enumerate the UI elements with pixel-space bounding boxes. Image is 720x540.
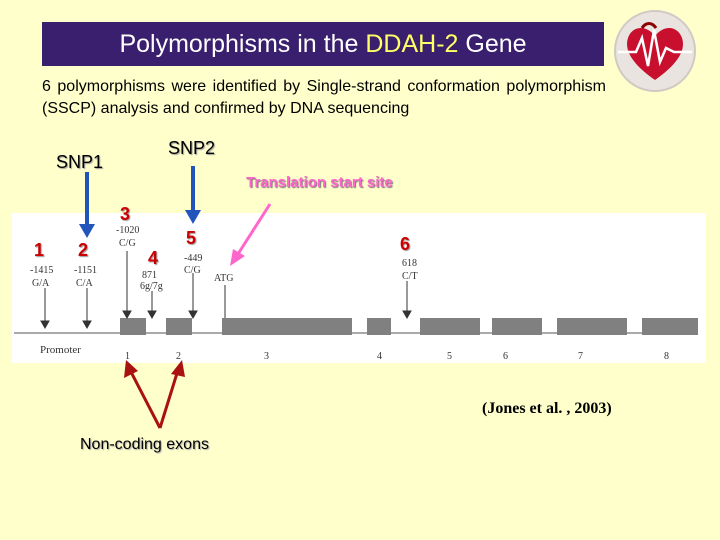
exon-number-5: 5 xyxy=(447,351,452,362)
exon-number-4: 4 xyxy=(377,351,382,362)
variant-3-pos: -1020 xyxy=(116,225,139,236)
exon-3 xyxy=(222,318,352,335)
marker-5: 5 xyxy=(186,228,197,248)
promoter-label: Promoter xyxy=(40,344,81,356)
exon-number-3: 3 xyxy=(264,351,269,362)
marker-3: 3 xyxy=(120,204,131,224)
exon-5 xyxy=(420,318,480,335)
variant-1-allele: G/A xyxy=(32,278,50,289)
intro-text: 6 polymorphisms were identified by Singl… xyxy=(42,78,606,117)
exon-number-1: 1 xyxy=(125,351,130,362)
noncoding-exons-label: Non-coding exons xyxy=(80,436,209,453)
exon-number-2: 2 xyxy=(176,351,181,362)
marker-4: 4 xyxy=(148,248,159,268)
gene-map: -1415 G/A -1151 C/A -1020 C/G 871 6g/7g … xyxy=(12,213,706,363)
variant-5-pos: -449 xyxy=(184,253,202,264)
exon-2 xyxy=(166,318,192,335)
atg-label: ATG xyxy=(214,273,233,284)
heart-ecg-logo xyxy=(614,10,696,92)
exon-4 xyxy=(367,318,391,335)
variant-2-pos: -1151 xyxy=(74,265,97,276)
variant-5-allele: C/G xyxy=(184,265,201,276)
snp1-label: SNP1 xyxy=(56,152,104,172)
exon-8 xyxy=(642,318,698,335)
variant-6-allele: C/T xyxy=(402,271,418,282)
exon-1 xyxy=(120,318,146,335)
gene-diagram: -1415 G/A -1151 C/A -1020 C/G 871 6g/7g … xyxy=(14,225,698,362)
marker-2: 2 xyxy=(78,240,89,260)
variant-1-pos: -1415 xyxy=(30,265,53,276)
exon-number-7: 7 xyxy=(578,351,583,362)
exon-number-6: 6 xyxy=(503,351,508,362)
marker-6: 6 xyxy=(400,234,411,254)
variant-4-allele: 6g/7g xyxy=(140,281,163,292)
title-prefix: Polymorphisms in the xyxy=(119,29,366,58)
translation-start-label: Translation start site xyxy=(246,174,393,191)
exon-7 xyxy=(557,318,627,335)
title-suffix: Gene xyxy=(458,29,527,58)
citation: (Jones et al. , 2003) xyxy=(482,400,612,417)
slide-title: Polymorphisms in the DDAH-2 Gene xyxy=(42,22,604,66)
noncoding-arrow-1 xyxy=(124,360,162,429)
snp2-label: SNP2 xyxy=(168,138,216,158)
noncoding-arrow-2 xyxy=(158,360,185,429)
variant-4-pos: 871 xyxy=(142,270,157,281)
exon-6 xyxy=(492,318,542,335)
variant-6-pos: 618 xyxy=(402,258,417,269)
marker-1: 1 xyxy=(34,240,45,260)
variant-2-allele: C/A xyxy=(76,278,93,289)
exon-number-8: 8 xyxy=(664,351,669,362)
title-highlight: DDAH-2 xyxy=(365,29,459,58)
variant-3-allele: C/G xyxy=(119,238,136,249)
